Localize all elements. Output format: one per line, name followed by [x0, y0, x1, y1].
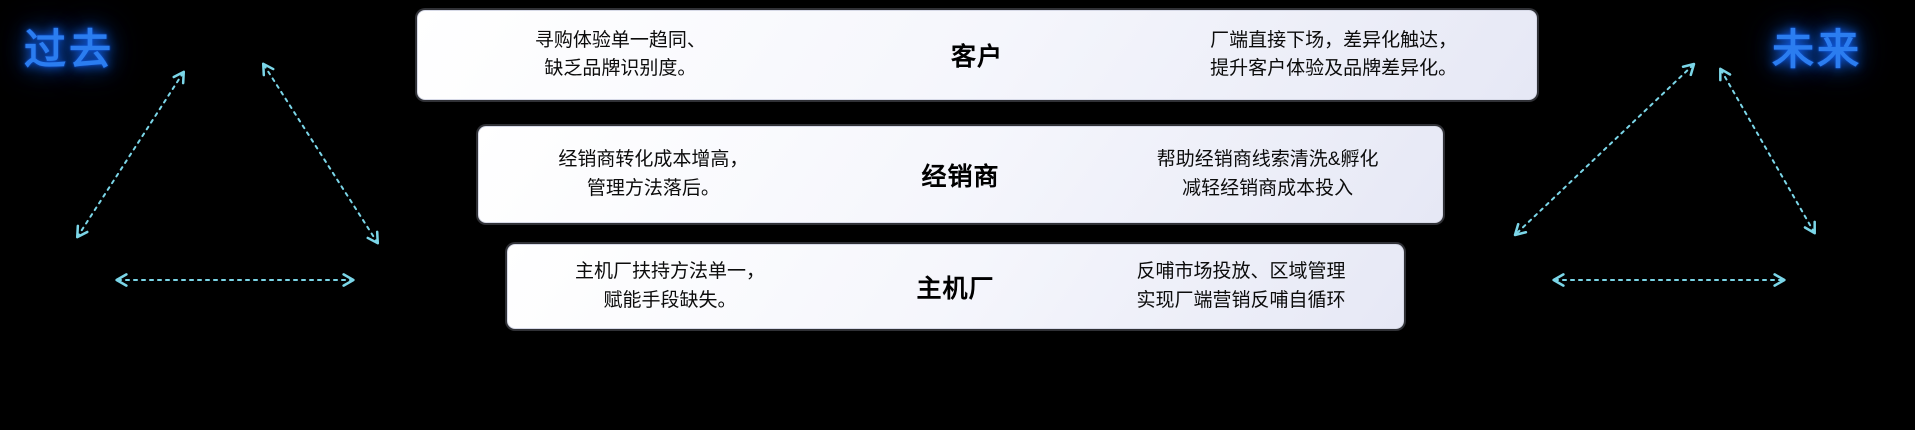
- future-arrow-right-side: [1719, 67, 1816, 235]
- customer-label: 客户: [950, 43, 1003, 71]
- row-dealer: 经销商转化成本增高， 管理方法落后。 经销商 帮助经销商线索清洗&孵化 减轻经销…: [478, 126, 1443, 223]
- oem-label: 主机厂: [916, 274, 995, 303]
- oem-past-problem-text: 主机厂扶持方法单一， 赋能手段缺失。: [575, 261, 766, 311]
- row-oem: 主机厂扶持方法单一， 赋能手段缺失。 主机厂 反哺市场投放、区域管理 实现厂端营…: [507, 244, 1404, 329]
- dealer-future-solution-text: 帮助经销商线索清洗&孵化 减轻经销商成本投入: [1156, 149, 1379, 199]
- future-triangle-icon: [1513, 62, 1816, 287]
- past-arrow-left-side: [75, 70, 186, 239]
- dealer-label: 经销商: [921, 162, 1000, 191]
- future-arrow-left-side: [1513, 62, 1696, 237]
- past-triangle-icon: [75, 62, 380, 287]
- past-label: 过去: [24, 26, 115, 73]
- future-label: 未来: [1772, 26, 1863, 73]
- past-arrow-right-side: [261, 62, 380, 245]
- customer-future-solution-text: 厂端直接下场，差异化触达， 提升客户体验及品牌差异化。: [1210, 29, 1458, 80]
- row-customer: 寻购体验单一趋同、 缺乏品牌识别度。 客户 厂端直接下场，差异化触达， 提升客户…: [417, 10, 1537, 100]
- oem-future-solution-text: 反哺市场投放、区域管理 实现厂端营销反哺自循环: [1136, 261, 1346, 311]
- dealer-past-problem-text: 经销商转化成本增高， 管理方法落后。: [558, 149, 749, 199]
- customer-past-problem-text: 寻购体验单一趋同、 缺乏品牌识别度。: [534, 29, 706, 80]
